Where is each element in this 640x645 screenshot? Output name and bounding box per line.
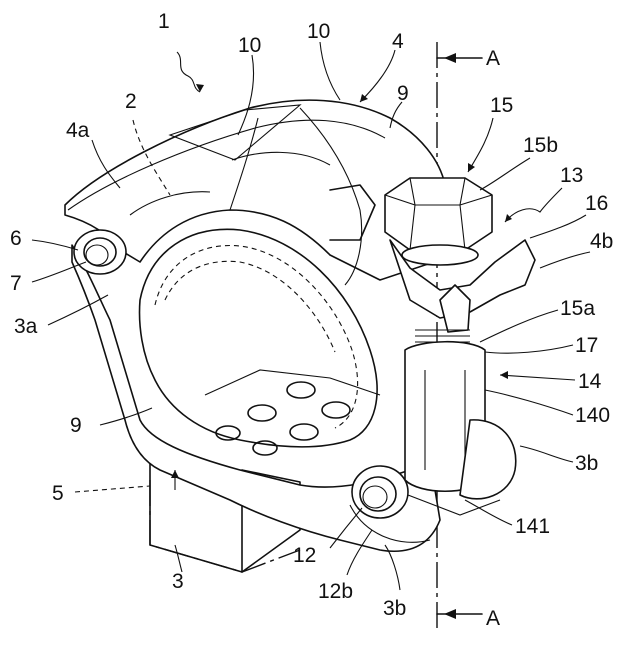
label-17: 17 [575,334,598,357]
label-13: 13 [560,164,583,187]
label-3b-right: 3b [575,452,598,475]
label-6: 6 [10,227,22,250]
label-16: 16 [585,192,608,215]
label-4: 4 [392,30,404,53]
label-1: 1 [158,10,170,33]
label-12: 12 [293,544,316,567]
label-140: 140 [575,404,610,427]
left-hinge-pin [74,230,126,274]
label-3a: 3a [14,315,38,338]
label-2: 2 [125,90,137,113]
label-3b-bottom: 3b [383,597,406,620]
label-a-bottom: A [486,607,500,630]
label-7: 7 [10,272,22,295]
label-4b: 4b [590,230,613,253]
label-3: 3 [172,570,184,593]
label-14: 14 [578,370,602,393]
label-15: 15 [490,94,513,117]
label-141: 141 [515,515,550,538]
label-15a: 15a [560,297,595,320]
bolt-assembly [385,178,535,354]
label-a-top: A [486,47,500,70]
label-10-right: 10 [307,20,330,43]
label-9-bottom: 9 [70,414,82,437]
label-15b: 15b [523,134,558,157]
label-4a: 4a [66,119,90,142]
label-5: 5 [52,482,64,505]
label-9-top: 9 [397,82,409,105]
label-10-left: 10 [238,34,261,57]
label-12b: 12b [318,580,353,603]
